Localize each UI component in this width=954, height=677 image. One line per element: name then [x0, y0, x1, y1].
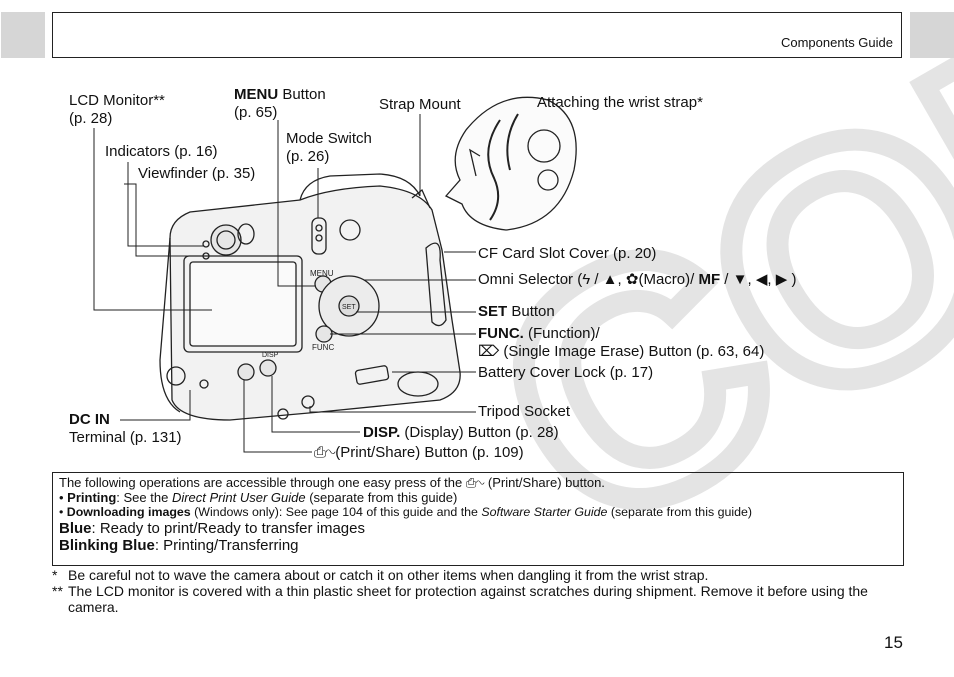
viewfinder-label: Viewfinder (p. 35): [138, 165, 256, 182]
triangle-up-icon: ▲: [602, 271, 618, 288]
print-share-icon: ⎙∿: [314, 444, 336, 461]
wrist-strap-label: Attaching the wrist strap*: [537, 94, 703, 111]
triangle-left-icon: ◀: [755, 271, 768, 288]
header-frame: Components Guide: [52, 12, 902, 58]
cf-card-label: CF Card Slot Cover (p. 20): [478, 245, 657, 262]
info-downloading: • Downloading images (Windows only): See…: [59, 505, 753, 519]
footnote-2: **The LCD monitor is covered with a thin…: [52, 583, 868, 615]
left-corner-tab: [1, 12, 45, 58]
camera-menu-text: MENU: [310, 269, 334, 278]
lcd-monitor-label: LCD Monitor** (p. 28): [69, 92, 165, 127]
info-printing: • Printing: See the Direct Print User Gu…: [59, 490, 458, 505]
battery-cover-lock-label: Battery Cover Lock (p. 17): [478, 364, 654, 381]
menu-button-label: MENU Button (p. 65): [234, 86, 326, 121]
triangle-down-icon: ▼: [732, 271, 748, 288]
disp-button-label: DISP. (Display) Button (p. 28): [363, 424, 559, 441]
print-share-label: ⎙∿(Print/Share) Button (p. 109): [314, 444, 524, 461]
info-blinking-blue: Blinking Blue: Printing/Transferring: [59, 537, 299, 554]
print-share-icon: ⎙∿: [465, 475, 485, 490]
dc-in-label: DC IN Terminal (p. 131): [69, 411, 182, 446]
camera-func-text: FUNC: [312, 343, 334, 352]
tripod-socket-label: Tripod Socket: [478, 403, 570, 420]
camera-diagram: MENU SET FUNC DISP: [93, 96, 577, 453]
info-blue: Blue: Ready to print/Ready to transfer i…: [59, 520, 365, 537]
omni-selector-label: Omni Selector (ϟ / ▲, ✿(Macro)/ MF / ▼, …: [478, 271, 797, 288]
right-corner-tab: [910, 12, 954, 58]
flash-icon: ϟ: [582, 271, 591, 288]
mode-switch-label: Mode Switch (p. 26): [286, 130, 372, 165]
section-title: Components Guide: [780, 35, 893, 50]
footnotes: *Be careful not to wave the camera about…: [52, 567, 912, 615]
func-button-label: FUNC. (Function)/ ⌦ (Single Image Erase)…: [478, 325, 765, 360]
erase-trash-icon: ⌦: [478, 343, 500, 360]
camera-set-text: SET: [342, 304, 356, 311]
footnote-1: *Be careful not to wave the camera about…: [52, 567, 709, 583]
camera-disp-text: DISP: [262, 352, 279, 359]
page-number: 15: [884, 633, 903, 652]
wrist-strap-inset: [444, 96, 577, 231]
indicators-label: Indicators (p. 16): [105, 143, 218, 160]
info-intro: The following operations are accessible …: [59, 475, 605, 490]
macro-flower-icon: ✿: [625, 271, 639, 288]
strap-mount-label: Strap Mount: [379, 96, 461, 113]
triangle-right-icon: ▶: [775, 271, 788, 288]
print-share-info-box: The following operations are accessible …: [52, 472, 904, 566]
set-button-label: SET Button: [478, 303, 555, 320]
